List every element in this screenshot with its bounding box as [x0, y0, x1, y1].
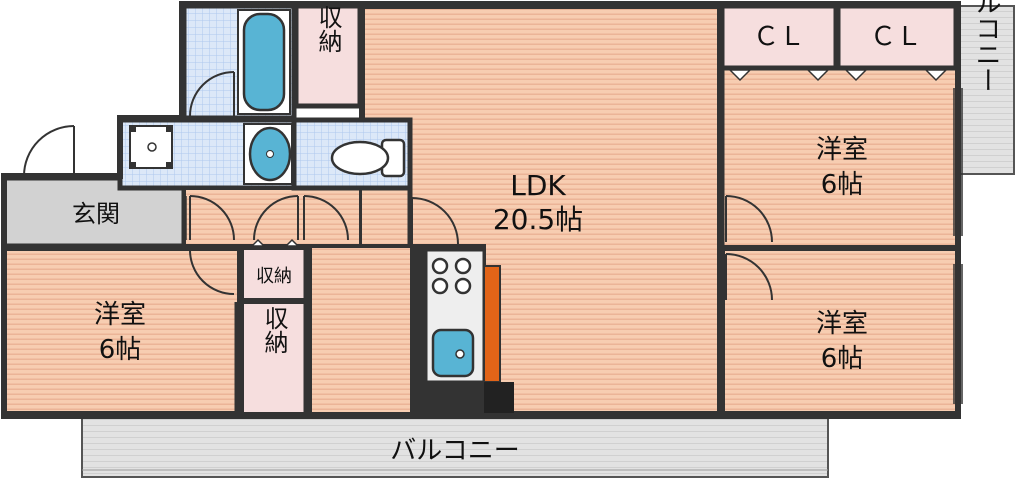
ldk-name-label: LDK — [510, 169, 566, 202]
door-swings — [23, 71, 773, 301]
kitchen-backsplash — [483, 265, 501, 383]
storage-top-label: 収納 — [314, 5, 342, 53]
window-marks — [185, 88, 963, 404]
washing-machine-pan-icon — [129, 125, 173, 169]
balcony-right — [957, 5, 1015, 175]
bedroom-ne-name-label: 洋室 — [816, 135, 868, 165]
balcony-bottom — [81, 414, 829, 478]
kitchen — [308, 244, 514, 416]
closet-1-label: ＣＬ — [753, 22, 805, 52]
bedroom-se-name-label: 洋室 — [816, 309, 868, 339]
stove-icon — [431, 257, 472, 295]
bedroom-nw-size-label: 6帖 — [99, 335, 142, 365]
bedroom-se-size-label: 6帖 — [821, 344, 864, 374]
storage-small-label: 収納 — [256, 266, 292, 287]
balcony-bottom-label: バルコニー — [390, 436, 519, 466]
ldk-size-label: 20.5帖 — [493, 203, 583, 236]
toilet-icon — [330, 138, 406, 178]
bedroom-nw-name-label: 洋室 — [94, 300, 146, 330]
bedroom-ne-size-label: 6帖 — [821, 170, 864, 200]
kitchen-sink-icon — [431, 328, 475, 378]
bathtub-icon — [237, 9, 291, 115]
bedroom-nw — [1, 245, 243, 417]
storage-tall-label: 収納 — [260, 306, 288, 354]
balcony-right-label: バルコニー — [971, 0, 1001, 93]
closet-2-label: ＣＬ — [870, 22, 922, 52]
storage-tall — [240, 300, 308, 416]
entrance-label: 玄関 — [72, 200, 120, 228]
washbasin-icon — [243, 123, 293, 185]
closet-door-marks — [250, 69, 948, 247]
